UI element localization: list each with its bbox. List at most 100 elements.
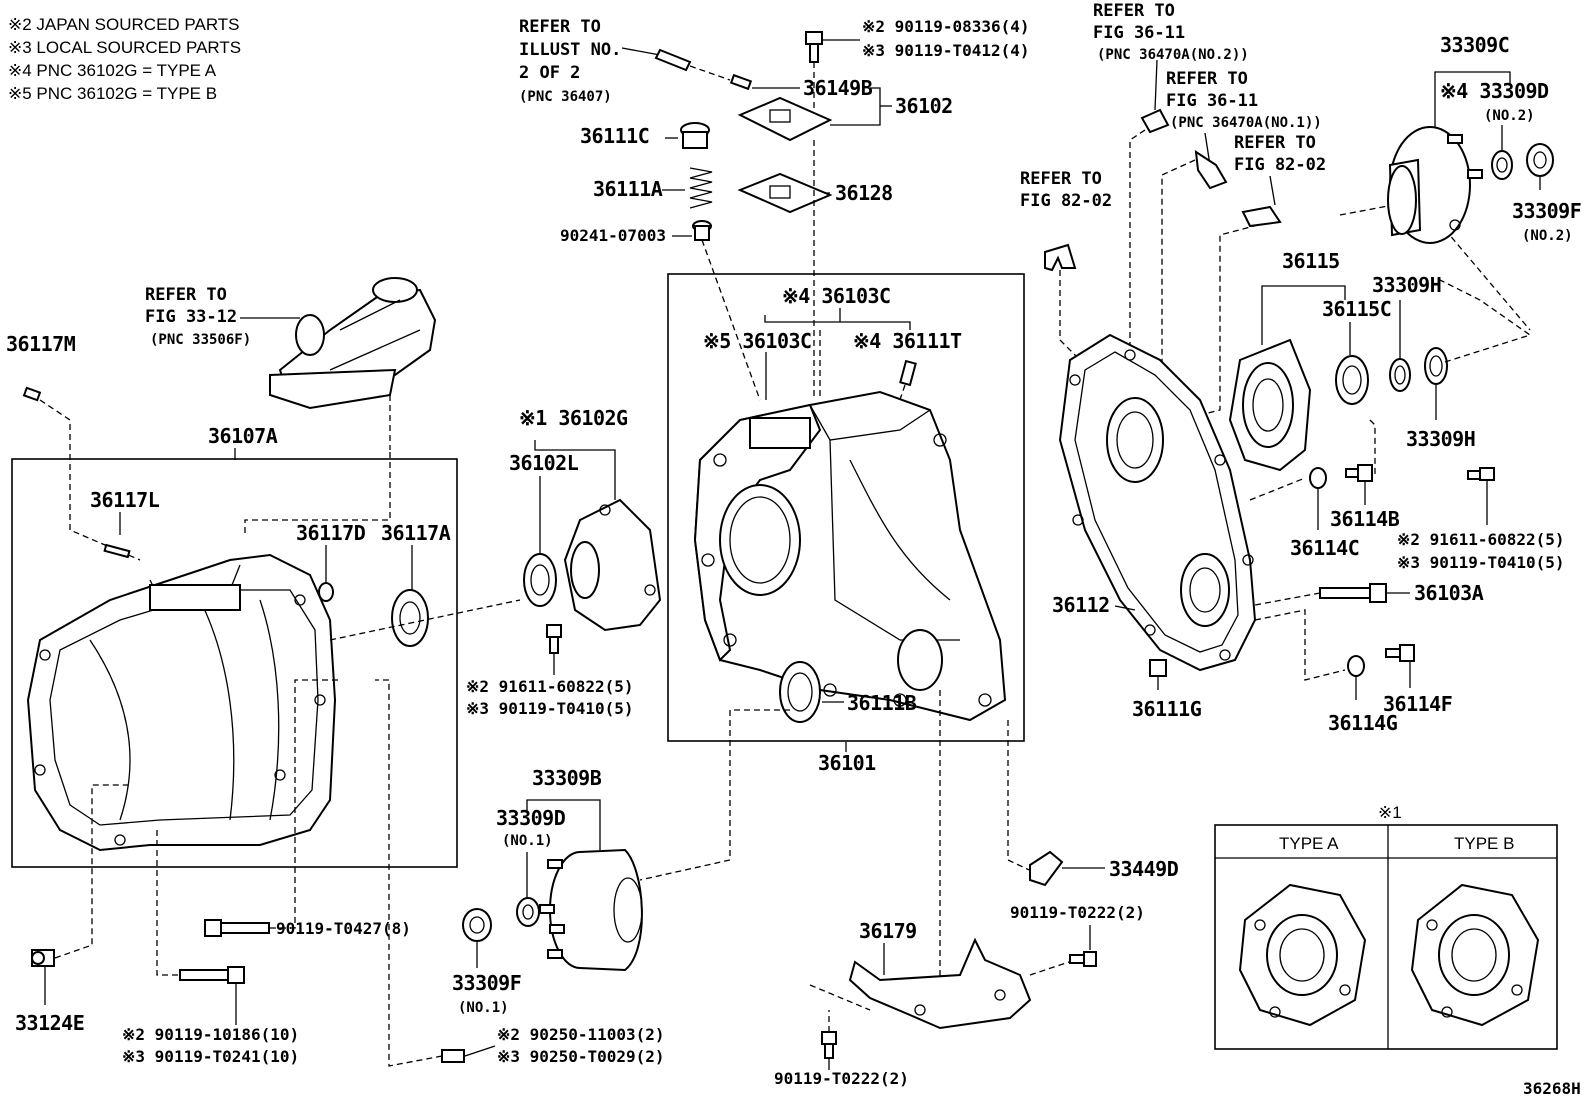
label-bolt-10186-local: ※3 90119-T0241(10) [122,1047,299,1066]
label-33309D-no2-note: (NO.2) [1484,108,1535,124]
bracket-fig8202-b [1241,205,1282,228]
nut-33309D-no1 [516,897,540,927]
label-36111G: 36111G [1132,697,1202,721]
label-33309D-no1-note: (NO.1) [502,833,553,849]
seal-36111B [779,661,821,723]
ref-fig3611b-line3: (PNC 36470A(NO.1)) [1170,115,1322,131]
label-36149B: 36149B [803,76,873,100]
label-36112: 36112 [1052,593,1110,617]
label-36117M: 36117M [6,332,76,356]
label-pin-local: ※3 90250-T0029(2) [497,1047,665,1066]
label-90241-07003: 90241-07003 [560,226,666,245]
ref-fig3611b-line2: FIG 36-11 [1166,91,1258,111]
ball-90241 [692,220,712,241]
bolt-90119-T0222-right [1069,951,1097,967]
ref-illust-line2: ILLUST NO. [519,40,621,60]
transfer-case-36101-drawing [693,390,1007,722]
note-local-sourced: ※3 LOCAL SOURCED PARTS [8,38,241,57]
cover-36102 [737,96,833,142]
ref-illust-line3: 2 OF 2 [519,63,580,83]
label-36103C-type5: ※5 36103C [703,329,812,353]
flange-33309C [1387,126,1483,244]
bolt-36103A [1319,583,1387,603]
shift-retainer-drawing [269,277,437,410]
note-type-a: ※4 PNC 36102G = TYPE A [8,61,217,80]
bearing-36115C [1335,355,1369,405]
pin-36117L [103,543,131,559]
bolt-36114B [1345,464,1373,482]
washer-36114G [1347,655,1365,677]
label-33309F-no2: 33309F [1512,199,1581,223]
seal-33309H-inner [1389,358,1411,392]
label-36115: 36115 [1282,249,1340,273]
label-33309D-no2: ※4 33309D [1440,79,1549,103]
label-90119-T0222-bottom: 90119-T0222(2) [774,1069,909,1088]
ref-fig3312-line2: FIG 33-12 [145,307,237,327]
ref-fig8202a-line2: FIG 82-02 [1020,191,1112,211]
ref-illust-line1: REFER TO [519,17,601,37]
ref-illust-line4: (PNC 36407) [519,89,612,105]
extension-housing-drawing [26,553,337,852]
label-33309F-no1: 33309F [452,971,521,995]
ref-fig3611a-line3: (PNC 36470A(NO.2)) [1097,47,1249,63]
ref-fig8202b-line2: FIG 82-02 [1234,155,1326,175]
bolt-top-cover [805,31,823,63]
note-japan-sourced: ※2 JAPAN SOURCED PARTS [8,15,240,34]
label-33309F-no2-note: (NO.2) [1522,228,1573,244]
label-36179: 36179 [859,919,917,943]
flange-33309B [539,848,643,972]
label-33309H-a: 33309H [1372,273,1441,297]
label-bolt-top-japan: ※2 90119-08336(4) [862,17,1030,36]
label-36107A: 36107A [208,424,278,448]
retainer-36115 [1228,338,1312,472]
label-36103A: 36103A [1414,581,1484,605]
label-33309C: 33309C [1440,33,1509,57]
label-36102: 36102 [895,94,953,118]
label-33309H-b: 33309H [1406,427,1475,451]
bracket-fig8202-a [1044,243,1077,272]
label-bolt-36102-local: ※3 90119-T0410(5) [466,699,634,718]
label-33309B: 33309B [532,766,602,790]
label-36103C-type4: ※4 36103C [782,284,891,308]
type-b-header: TYPE B [1454,834,1514,853]
washer-36114C [1309,467,1327,489]
ref-fig3312-line3: (PNC 33506F) [150,332,251,348]
plug-36111G [1149,659,1167,677]
ref-fig8202a-line1: REFER TO [1020,169,1102,189]
rear-cover-36112-drawing [1058,333,1257,672]
ref-fig3611a-line1: REFER TO [1093,1,1175,21]
label-pin-japan: ※2 90250-11003(2) [497,1025,665,1044]
ref-fig3611a-line2: FIG 36-11 [1093,23,1185,43]
bracket-36179 [848,937,1032,1030]
spring-36111A [689,167,713,209]
label-36117D: 36117D [296,521,366,545]
label-90119-T0427: 90119-T0427(8) [276,919,411,938]
note-type-b: ※5 PNC 36102G = TYPE B [8,84,217,103]
nut-33309F-no1 [462,908,492,942]
label-36111A: 36111A [593,177,663,201]
label-90119-T0222-right: 90119-T0222(2) [1010,903,1145,922]
group-box-36101 [667,273,1025,742]
dowel-pin [441,1049,465,1063]
clamp-36470A-no2 [1140,108,1170,134]
notes-legend: ※2 JAPAN SOURCED PARTS ※3 LOCAL SOURCED … [8,15,241,103]
label-bolt-rear-local: ※3 90119-T0410(5) [1397,553,1565,572]
label-36111T: ※4 36111T [853,329,962,353]
pin-36117M [22,386,42,402]
seal-36102L [523,553,557,607]
sensor-33124E [31,949,55,967]
label-33309F-no1-note: (NO.1) [458,1000,509,1016]
label-36128: 36128 [835,181,893,205]
label-bolt-rear-japan: ※2 91611-60822(5) [1397,530,1565,549]
bolt-90119-T0222-bottom [821,1031,837,1059]
label-36101: 36101 [818,751,876,775]
washer-33309D-no2 [1491,150,1513,180]
figure-code: 36268H [1523,1079,1581,1098]
label-36111C: 36111C [580,124,649,148]
ref-fig3312-line1: REFER TO [145,285,227,305]
label-bolt-36102-japan: ※2 91611-60822(5) [466,677,634,696]
type-a-cover-drawing [1238,883,1367,1027]
label-36102G: ※1 36102G [519,406,628,430]
clamp-36470A-no1 [1194,150,1228,190]
